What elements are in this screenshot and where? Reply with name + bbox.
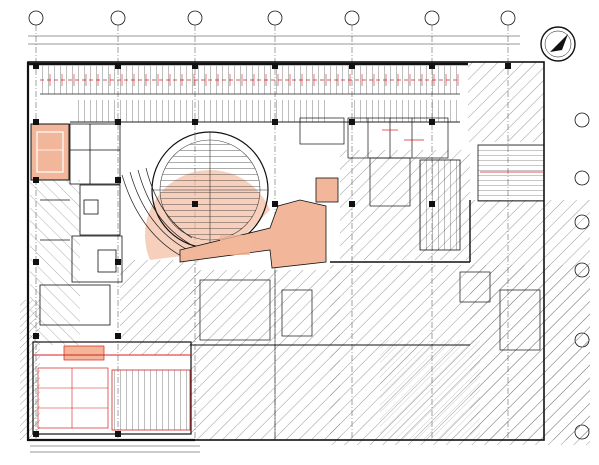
- salmon-corridor: [179, 177, 339, 269]
- column: [33, 333, 39, 339]
- left-core-rooms: [39, 123, 123, 326]
- column: [192, 201, 198, 207]
- right-parking-block: [330, 144, 545, 263]
- column: [505, 63, 511, 69]
- column: [349, 119, 355, 125]
- column: [115, 431, 121, 437]
- parking-row-second: [70, 100, 460, 123]
- grid-bubble-right: [574, 170, 590, 186]
- column: [33, 63, 39, 69]
- office-cluster-top-right: [299, 117, 449, 207]
- column: [115, 119, 121, 125]
- column: [349, 201, 355, 207]
- column: [192, 119, 198, 125]
- column: [192, 63, 198, 69]
- column: [33, 119, 39, 125]
- column: [429, 63, 435, 69]
- structural-columns: [33, 63, 511, 437]
- dimension-string-bottom: [30, 445, 200, 453]
- column: [115, 63, 121, 69]
- column: [115, 177, 121, 183]
- column: [272, 119, 278, 125]
- column: [429, 119, 435, 125]
- column: [33, 259, 39, 265]
- column: [429, 201, 435, 207]
- building-outline: [26, 61, 545, 442]
- lower-partitions: [190, 270, 541, 440]
- column: [115, 259, 121, 265]
- parking-row-top: [40, 66, 460, 95]
- north-arrow-icon: [540, 26, 576, 62]
- lower-left-room-group: [32, 341, 192, 435]
- red-dimension-ticks: [49, 74, 459, 86]
- column: [33, 177, 39, 183]
- column: [272, 201, 278, 207]
- curved-stair-fan: [121, 167, 193, 259]
- column: [272, 63, 278, 69]
- highlighted-room-left: [30, 123, 70, 181]
- grid-bubble-right: [574, 112, 590, 128]
- dimension-string-top: [28, 35, 520, 45]
- column: [33, 431, 39, 437]
- column: [115, 333, 121, 339]
- hatched-areas: [20, 62, 590, 445]
- column: [349, 63, 355, 69]
